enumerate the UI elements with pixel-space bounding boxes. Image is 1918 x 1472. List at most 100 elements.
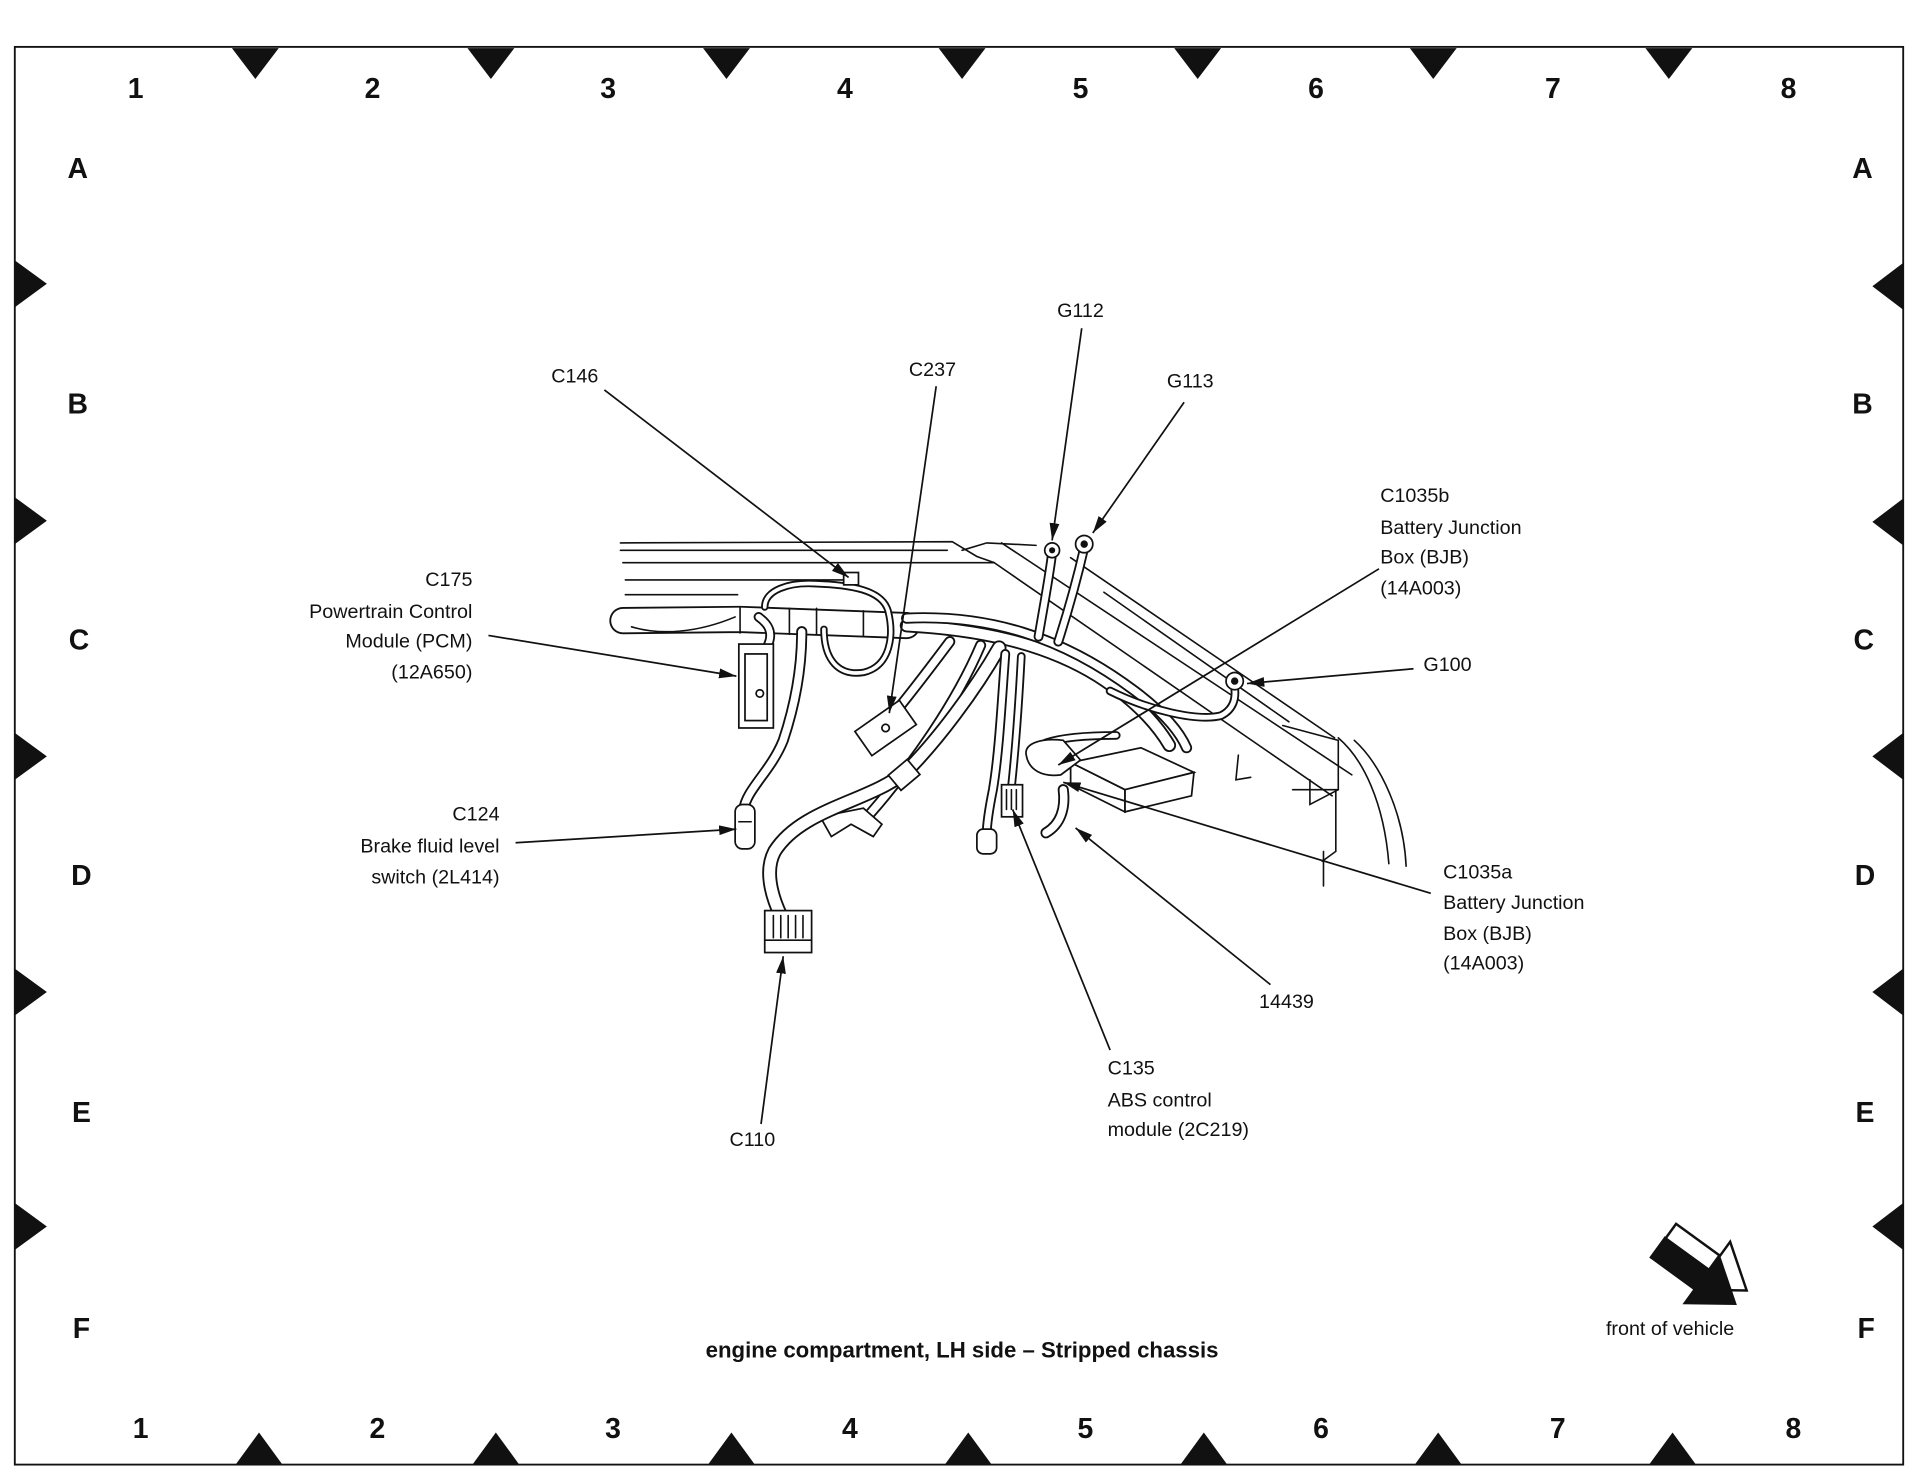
g100-wire-core [1107,686,1238,720]
grid-marker [14,497,47,545]
grid-column-label: 3 [600,73,616,105]
grid-marker [1409,48,1457,79]
label-c146: C146 [551,365,598,387]
grid-marker [1174,48,1222,79]
grid-column-label: 4 [837,73,853,105]
c237-connector [853,699,918,757]
leader-c237 [886,386,938,714]
label-g113: G113 [1167,370,1214,392]
label-c175: C175 [425,569,472,591]
grid-marker [467,48,515,79]
c135-branch-wire-core [983,650,1009,838]
c175-pcm-connector [737,643,775,729]
wire-end-connector [976,828,998,855]
arrow-solid [1649,1236,1737,1305]
grid-row-label: B [1852,389,1872,421]
frame-line [1069,556,1336,739]
grid-marker [235,1432,283,1465]
wheelhouse-line [1353,739,1407,867]
frame-line [1000,542,1353,776]
grid-row-label: C [69,624,89,656]
grid-marker [1414,1432,1462,1465]
grid-column-label: 5 [1073,73,1089,105]
grid-marker [1180,1432,1228,1465]
c146-loop-wire-core [762,581,893,675]
grid-column-label: 1 [128,73,144,105]
grid-row-label: D [71,860,91,892]
grid-marker [1872,498,1904,546]
label-c135-line: ABS control [1108,1090,1212,1112]
leader-g112 [1049,328,1083,541]
grid-column-label: 7 [1545,73,1561,105]
grid-column-label: 6 [1313,1413,1329,1445]
label-g112: G112 [1057,300,1104,322]
connector-pins [1005,788,1018,811]
callout-labels: G112 C146 C237 G113 C1035b Battery Junct… [309,300,1584,1151]
g112-ground-eyelet [1043,542,1061,559]
grid-marker [14,1203,47,1250]
wiring-harness [609,534,1245,954]
label-c124-line: switch (2L414) [371,866,499,888]
grid-marker [14,968,47,1016]
g113-ground-eyelet [1074,534,1094,554]
cable-14439-core [1042,785,1068,837]
grid-rows-right: A B C D E F [1852,153,1875,1345]
label-c175-line: (12A650) [391,661,472,683]
main-wire-core [901,620,1175,751]
grid-marker [1649,1432,1696,1465]
diagram-border [13,45,1905,1466]
battery-junction-box [1068,746,1197,814]
label-c1035a-line: Box (BJB) [1443,923,1532,945]
grid-row-label: F [1858,1313,1875,1345]
grid-marker [231,48,279,79]
grid-row-label: C [1853,624,1873,656]
label-c135-line: module (2C219) [1108,1119,1249,1141]
grid-row-label: D [1855,860,1875,892]
leader-c1035b [1057,568,1380,766]
wheelhouse-line [1337,737,1390,865]
grid-marker [1872,968,1904,1016]
c135-branch-wire-core [1008,653,1024,790]
grid-marker [1872,732,1904,780]
grid-columns-top: 1 2 3 4 5 6 7 8 [128,73,1797,105]
leader-c124 [515,825,737,844]
bjb-left-face [1069,761,1126,814]
main-wire-core [902,614,1191,752]
label-c175-line: Module (PCM) [345,631,472,653]
label-c1035a: C1035a [1443,861,1512,883]
c237-branch-wire-core [890,637,954,717]
grid-row-label: E [1856,1097,1875,1129]
front-of-vehicle-arrow-icon [1649,1222,1749,1305]
grid-markers-right [1872,262,1904,1250]
grid-marker [14,260,47,308]
connector-latch [755,688,765,698]
grid-column-label: 3 [605,1413,621,1445]
c135-connector [1000,783,1024,818]
frame-line [993,561,1333,797]
eyelet-bolt [1080,540,1088,548]
grid-column-label: 8 [1786,1413,1802,1445]
connector-face [744,653,769,722]
label-c1035b-line: Battery Junction [1380,517,1521,539]
c1035b-connector [1025,738,1082,777]
frame-line [1103,591,1290,723]
diagram-caption: engine compartment, LH side – Stripped c… [706,1337,1219,1362]
label-c1035b-line: (14A003) [1380,578,1461,600]
pcm-branch-wire-core [755,613,774,650]
label-14439: 14439 [1259,991,1314,1013]
eyelet-bolt [1049,547,1056,554]
leader-c175 [488,634,737,679]
grid-row-label: B [67,389,87,421]
grid-marker [14,732,47,780]
leader-lines [488,328,1432,1125]
label-g100: G100 [1423,654,1471,676]
grid-column-label: 6 [1308,73,1324,105]
label-c124-line: Brake fluid level [360,835,499,857]
label-c1035a-line: (14A003) [1443,953,1524,975]
frame-line [1321,788,1337,863]
harness-clip [887,758,922,792]
mount-hook [1235,754,1252,781]
leader-g113 [1092,401,1185,534]
label-c1035b: C1035b [1380,485,1449,507]
